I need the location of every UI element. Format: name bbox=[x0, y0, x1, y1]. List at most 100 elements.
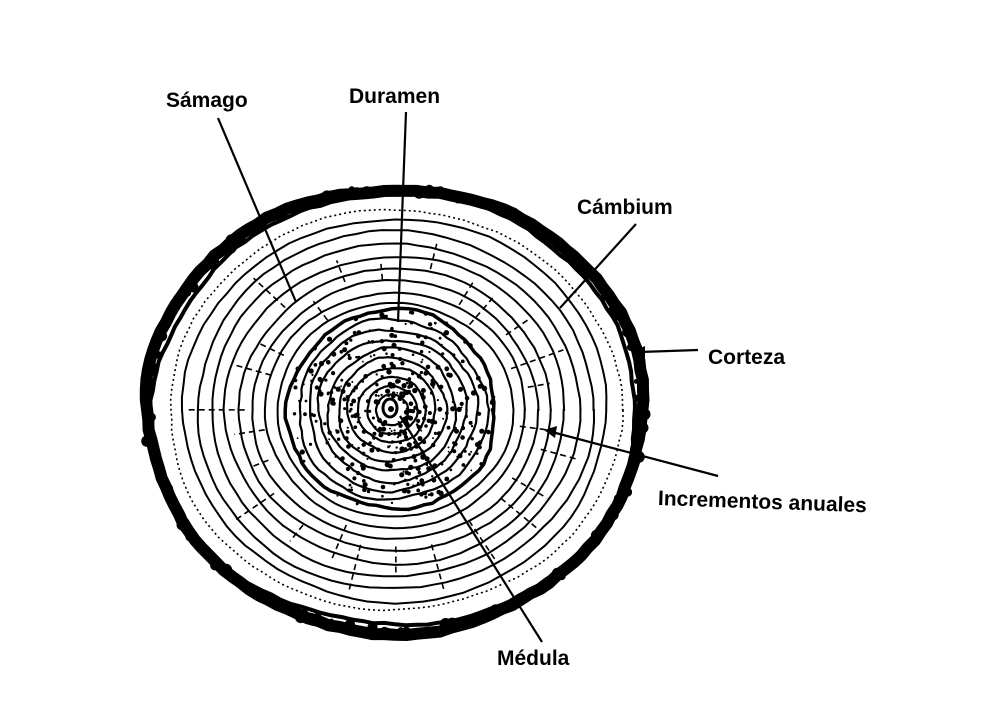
heartwood-speckle bbox=[394, 429, 396, 431]
heartwood-speckle bbox=[357, 447, 360, 450]
heartwood-speckle bbox=[352, 389, 355, 392]
heartwood-speckle bbox=[342, 347, 347, 352]
bark-texture-mark bbox=[553, 243, 561, 251]
heartwood-speckle bbox=[374, 426, 377, 429]
heartwood-speckle bbox=[389, 428, 391, 430]
heartwood-speckle bbox=[418, 426, 422, 430]
heartwood-speckle bbox=[303, 412, 307, 416]
heartwood-speckle bbox=[359, 417, 361, 419]
heartwood-speckle bbox=[294, 379, 297, 382]
heartwood-speckle bbox=[394, 451, 397, 454]
heartwood-speckle bbox=[381, 375, 384, 378]
heartwood-speckle bbox=[430, 327, 433, 330]
heartwood-speckle bbox=[350, 462, 354, 466]
heartwood-speckle bbox=[364, 410, 366, 412]
heartwood-speckle bbox=[409, 401, 414, 406]
heartwood-speckle bbox=[349, 339, 352, 342]
heartwood-speckle bbox=[346, 467, 350, 471]
heartwood-speckle bbox=[313, 346, 317, 350]
heartwood-speckle bbox=[441, 463, 444, 466]
heartwood-speckle bbox=[460, 402, 464, 406]
bark-texture-mark bbox=[600, 294, 606, 300]
heartwood-speckle bbox=[428, 411, 432, 415]
heartwood-speckle bbox=[357, 421, 360, 424]
heartwood-speckle bbox=[444, 477, 449, 482]
heartwood-speckle bbox=[386, 369, 391, 374]
heartwood-speckle bbox=[436, 487, 438, 489]
medullary-ray bbox=[254, 278, 286, 307]
heartwood-speckle bbox=[437, 399, 439, 401]
bark-texture-mark bbox=[509, 208, 519, 218]
heartwood-speckle bbox=[381, 364, 386, 369]
heartwood-speckle bbox=[447, 426, 451, 430]
heartwood-speckle bbox=[344, 436, 349, 441]
heartwood-speckle bbox=[390, 384, 392, 386]
heartwood-speckle bbox=[392, 458, 396, 462]
heartwood-speckle bbox=[362, 393, 364, 395]
heartwood-speckle bbox=[437, 431, 442, 436]
heartwood-speckle bbox=[323, 422, 326, 425]
heartwood-speckle bbox=[424, 414, 426, 416]
heartwood-speckle bbox=[318, 377, 323, 382]
heartwood-speckle bbox=[406, 483, 409, 486]
heartwood-speckle bbox=[404, 410, 409, 415]
heartwood-speckle bbox=[445, 411, 449, 415]
heartwood-speckle bbox=[319, 361, 324, 366]
heartwood-speckle bbox=[408, 383, 413, 388]
heartwood-speckle bbox=[330, 391, 334, 395]
heartwood-speckle bbox=[392, 391, 395, 394]
heartwood-speckle bbox=[448, 451, 450, 453]
heartwood-speckle bbox=[343, 407, 346, 410]
bark-texture-mark bbox=[638, 377, 644, 383]
heartwood-speckle bbox=[416, 489, 420, 493]
heartwood-speckle bbox=[421, 395, 426, 400]
heartwood-speckle bbox=[375, 400, 380, 405]
heartwood-speckle bbox=[441, 352, 444, 355]
heartwood-speckle bbox=[432, 478, 437, 483]
heartwood-speckle bbox=[439, 337, 442, 340]
heartwood-speckle bbox=[400, 361, 404, 365]
heartwood-speckle bbox=[351, 381, 353, 383]
heartwood-speckle bbox=[300, 449, 305, 454]
heartwood-speckle bbox=[420, 371, 423, 374]
medullary-ray bbox=[528, 383, 550, 387]
bark-texture-mark bbox=[141, 435, 152, 446]
heartwood-speckle bbox=[327, 337, 332, 342]
heartwood-speckle bbox=[461, 406, 463, 408]
heartwood-speckle bbox=[370, 355, 372, 357]
heartwood-speckle bbox=[381, 485, 386, 490]
heartwood-speckle bbox=[402, 383, 407, 388]
heartwood-speckle bbox=[352, 476, 356, 480]
bark-texture-mark bbox=[151, 363, 159, 371]
bark-texture-mark bbox=[301, 198, 308, 205]
bark-texture-mark bbox=[574, 555, 583, 564]
bark-texture-mark bbox=[150, 378, 155, 383]
heartwood-speckle bbox=[416, 419, 420, 423]
bark-texture-mark bbox=[611, 311, 621, 321]
duramen-label: Duramen bbox=[349, 86, 440, 107]
heartwood-speckle bbox=[405, 323, 407, 325]
heartwood-speckle bbox=[369, 329, 371, 331]
bark-texture-mark bbox=[407, 631, 413, 637]
heartwood-speckle bbox=[296, 366, 301, 371]
bark-texture-mark bbox=[282, 209, 288, 215]
bark-texture-mark bbox=[465, 195, 474, 204]
heartwood-speckle bbox=[398, 396, 403, 401]
heartwood-speckle bbox=[391, 353, 395, 357]
heartwood-speckle bbox=[407, 472, 411, 476]
heartwood-speckle bbox=[470, 470, 472, 472]
heartwood-speckle bbox=[409, 311, 412, 314]
bark-texture-mark bbox=[177, 512, 186, 521]
heartwood-speckle bbox=[293, 412, 296, 415]
heartwood-speckle bbox=[350, 408, 353, 411]
corteza-label: Corteza bbox=[708, 347, 785, 368]
heartwood-speckle bbox=[385, 389, 390, 394]
heartwood-speckle bbox=[419, 478, 424, 483]
bark-texture-mark bbox=[623, 487, 632, 496]
heartwood-speckle bbox=[378, 427, 383, 432]
heartwood-speckle bbox=[461, 426, 465, 430]
heartwood-speckle bbox=[398, 421, 400, 423]
bark-texture-mark bbox=[634, 379, 639, 384]
heartwood-speckle bbox=[421, 388, 426, 393]
heartwood-speckle bbox=[334, 386, 337, 389]
